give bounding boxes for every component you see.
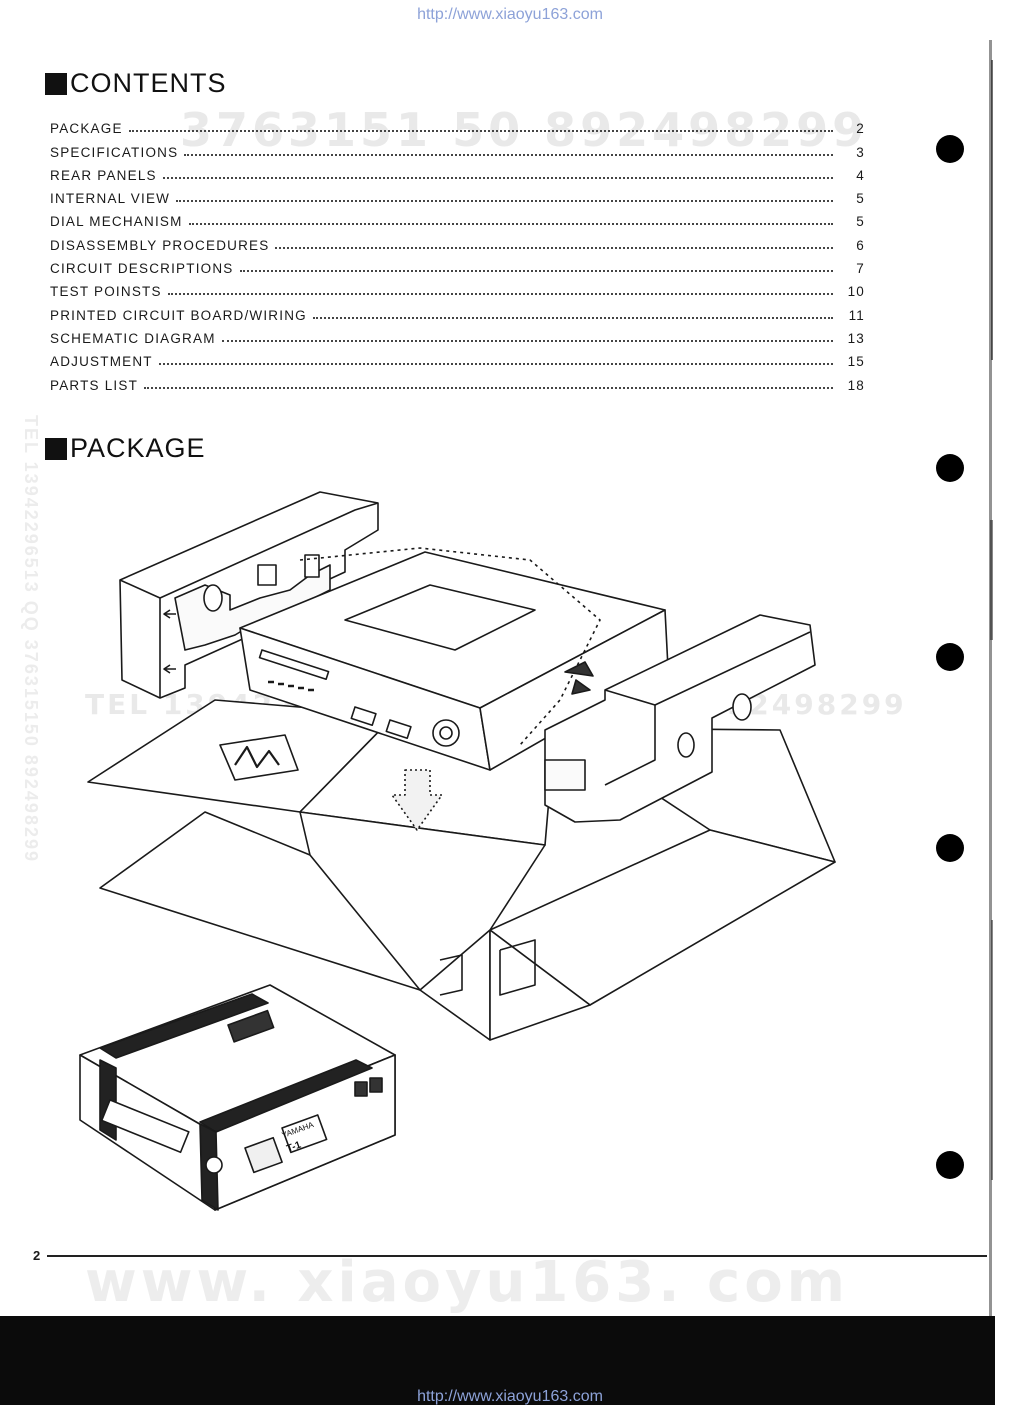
toc-item-page: 10 bbox=[847, 284, 865, 300]
page-number: 2 bbox=[33, 1248, 41, 1263]
toc-item-title: DISASSEMBLY PROCEDURES bbox=[50, 237, 270, 253]
toc-item-page: 5 bbox=[856, 191, 865, 207]
binder-hole-icon bbox=[936, 135, 964, 163]
binder-hole-icon bbox=[936, 454, 964, 482]
toc-item-title: PRINTED CIRCUIT BOARD/WIRING bbox=[50, 307, 307, 323]
toc-item-page: 6 bbox=[856, 237, 865, 253]
bottom-url[interactable]: http://www.xiaoyu163.com bbox=[417, 1388, 603, 1405]
contents-heading: CONTENTS bbox=[45, 68, 227, 99]
toc-item-page: 2 bbox=[856, 121, 865, 137]
toc-leader bbox=[167, 293, 833, 296]
toc-item-adjustment[interactable]: ADJUSTMENT 15 bbox=[50, 346, 865, 369]
toc-item-internal-view[interactable]: INTERNAL VIEW 5 bbox=[50, 183, 865, 206]
binder-hole-icon bbox=[936, 1151, 964, 1179]
toc-leader bbox=[188, 223, 833, 226]
package-illustration: YAMAHA T-1 bbox=[79, 491, 836, 1211]
toc-leader bbox=[158, 363, 833, 366]
toc-item-dial-mechanism[interactable]: DIAL MECHANISM 5 bbox=[50, 206, 865, 229]
toc-item-page: 3 bbox=[856, 144, 865, 160]
box-model-label: T-1 bbox=[285, 1139, 303, 1154]
toc-item-page: 15 bbox=[847, 354, 865, 370]
sealed-retail-box-icon bbox=[79, 984, 396, 1211]
toc-item-test-poinsts[interactable]: TEST POINSTS 10 bbox=[50, 276, 865, 299]
toc-item-specifications[interactable]: SPECIFICATIONS 3 bbox=[50, 136, 865, 160]
binder-hole-icon bbox=[936, 643, 964, 671]
toc-item-title: SPECIFICATIONS bbox=[50, 144, 179, 160]
footer-rule bbox=[47, 1255, 987, 1257]
toc-leader bbox=[239, 270, 833, 273]
toc-leader bbox=[144, 386, 833, 389]
toc-item-title: ADJUSTMENT bbox=[50, 354, 153, 370]
watermark-vertical: TEL 13942296513 QQ 376315150 892498299 bbox=[21, 415, 41, 863]
toc-leader bbox=[162, 176, 833, 179]
toc-item-parts-list[interactable]: PARTS LIST 18 bbox=[50, 369, 865, 393]
watermark-bottom: www. xiaoyu163. com bbox=[85, 1250, 850, 1315]
right-foam-pad-icon bbox=[544, 614, 816, 823]
toc-item-title: DIAL MECHANISM bbox=[50, 214, 183, 230]
heading-square-icon bbox=[45, 72, 67, 95]
page-edge-shadow bbox=[989, 40, 993, 1400]
toc-item-title: SCHEMATIC DIAGRAM bbox=[50, 330, 216, 346]
left-foam-pad-icon bbox=[119, 491, 379, 699]
toc-item-disassembly-procedures[interactable]: DISASSEMBLY PROCEDURES 6 bbox=[50, 229, 865, 253]
toc-item-page: 5 bbox=[856, 214, 865, 230]
toc-item-title: PACKAGE bbox=[50, 121, 123, 137]
toc-item-schematic-diagram[interactable]: SCHEMATIC DIAGRAM 13 bbox=[50, 323, 865, 346]
toc-item-page: 13 bbox=[847, 330, 865, 346]
heading-square-icon bbox=[45, 437, 67, 460]
toc-item-circuit-descriptions[interactable]: CIRCUIT DESCRIPTIONS 7 bbox=[50, 253, 865, 276]
toc-item-page: 11 bbox=[848, 307, 865, 323]
toc-leader bbox=[221, 339, 833, 342]
toc-leader bbox=[128, 130, 833, 133]
toc-item-page: 7 bbox=[856, 261, 865, 277]
toc-item-title: TEST POINSTS bbox=[50, 284, 162, 300]
package-title: PACKAGE bbox=[70, 433, 206, 463]
toc-leader bbox=[184, 153, 833, 156]
watermark-top: 3763151 50 892498299 bbox=[180, 103, 869, 157]
toc-leader bbox=[176, 200, 833, 203]
toc-item-title: INTERNAL VIEW bbox=[50, 191, 171, 207]
toc-leader bbox=[312, 316, 833, 319]
toc-item-title: CIRCUIT DESCRIPTIONS bbox=[50, 261, 234, 277]
toc-item-page: 4 bbox=[856, 167, 865, 183]
scan-dark-band bbox=[0, 1316, 995, 1405]
toc-item-page: 18 bbox=[847, 377, 865, 393]
toc-leader bbox=[275, 246, 833, 249]
toc-item-package[interactable]: PACKAGE 2 bbox=[50, 113, 865, 136]
package-heading: PACKAGE bbox=[45, 433, 206, 464]
binder-hole-icon bbox=[936, 834, 964, 862]
toc-item-title: REAR PANELS bbox=[50, 167, 157, 183]
contents-title: CONTENTS bbox=[70, 68, 227, 98]
insert-arrow-icon bbox=[391, 769, 443, 831]
manual-leaflet-icon bbox=[219, 734, 299, 781]
toc-item-rear-panels[interactable]: REAR PANELS 4 bbox=[50, 160, 865, 183]
table-of-contents: PACKAGE 2 SPECIFICATIONS 3 REAR PANELS 4… bbox=[50, 113, 865, 393]
toc-item-title: PARTS LIST bbox=[50, 377, 139, 393]
toc-item-pcb-wiring[interactable]: PRINTED CIRCUIT BOARD/WIRING 11 bbox=[50, 299, 865, 323]
top-url[interactable]: http://www.xiaoyu163.com bbox=[417, 6, 603, 23]
